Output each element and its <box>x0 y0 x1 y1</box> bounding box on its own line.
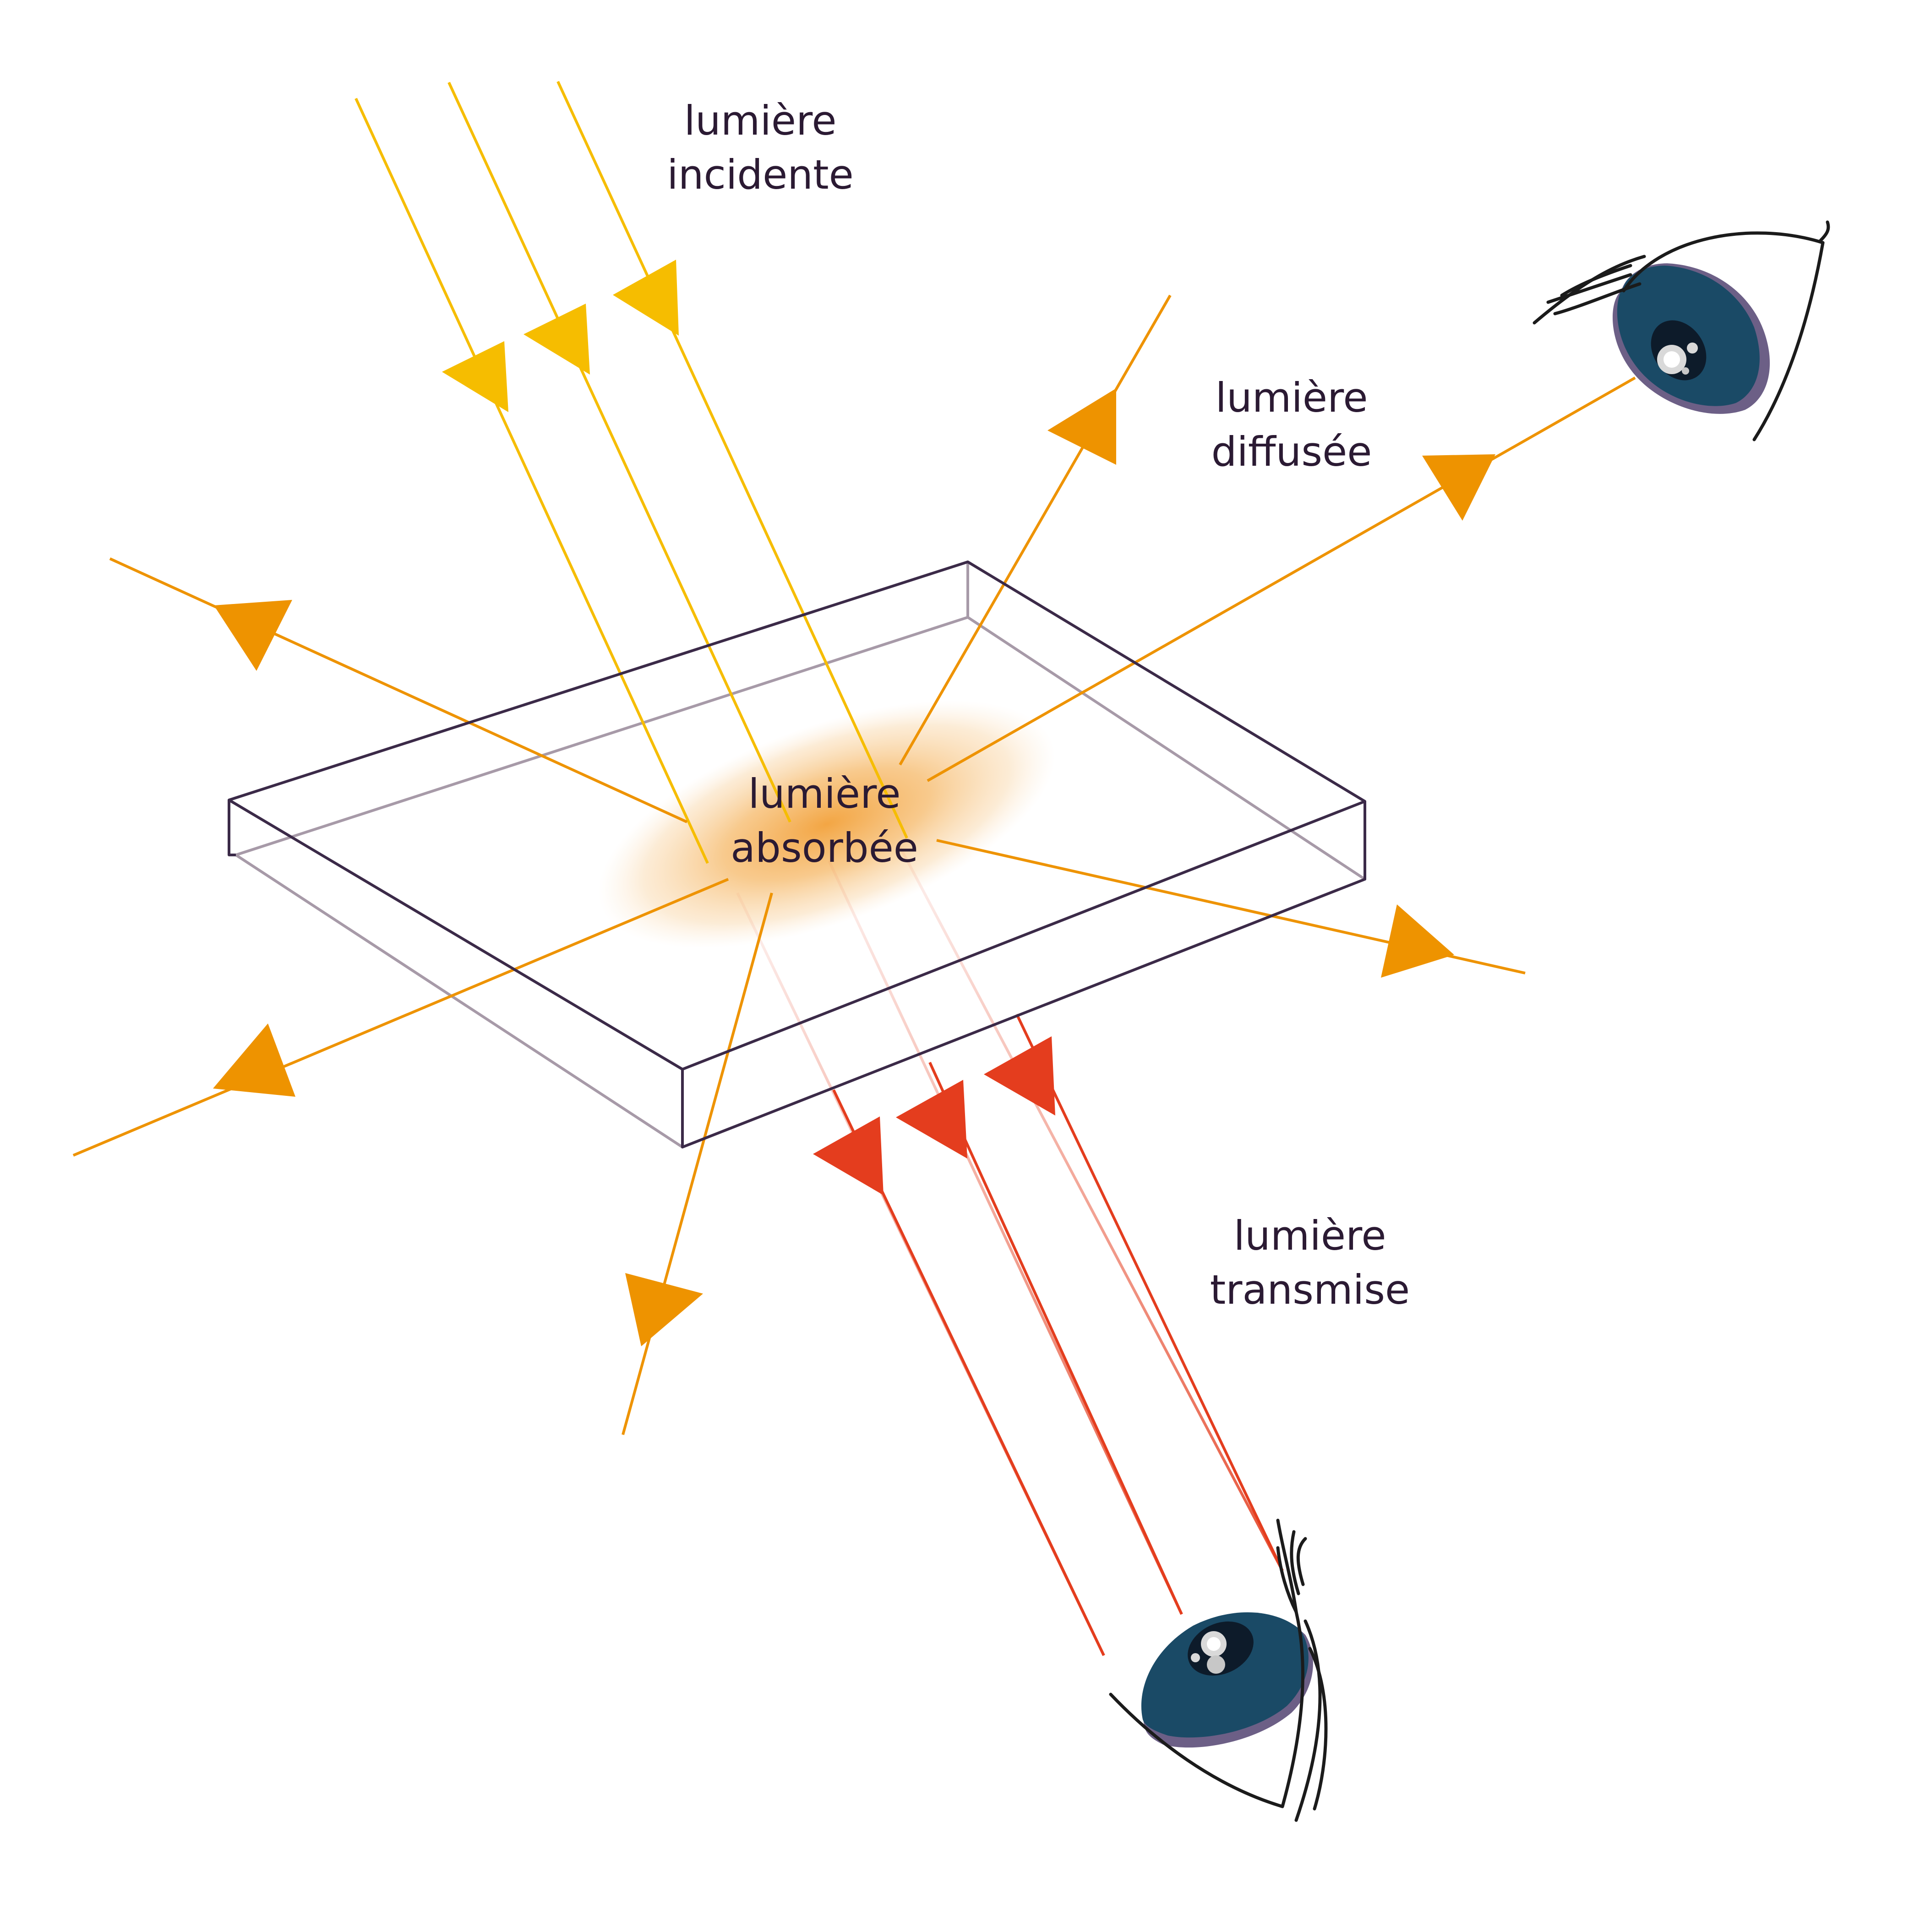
arrowhead-transmitted-1 <box>813 1116 884 1195</box>
label-transmitted-line2: transmise <box>1210 1266 1410 1313</box>
incident-rays <box>355 81 908 864</box>
arrowhead-diffuse-up <box>1047 388 1116 465</box>
arrowhead-incident-2 <box>524 304 590 375</box>
eye-icon <box>1533 220 1830 441</box>
transmitted-rays-solid <box>832 1013 1284 1656</box>
slab-hidden-edges <box>235 562 1366 1148</box>
arrowhead-incident-3 <box>613 260 679 336</box>
arrowhead-diffuse-down <box>625 1273 703 1346</box>
label-absorbed-line2: absorbée <box>731 824 918 871</box>
label-diffuse-line1: lumière <box>1215 374 1368 421</box>
label-absorbed-light: lumière absorbée <box>696 767 953 875</box>
arrowhead-diffuse-left <box>214 600 292 671</box>
incident-arrowheads <box>442 260 679 412</box>
label-incident-line1: lumière <box>684 97 837 144</box>
arrowhead-incident-1 <box>442 341 508 412</box>
label-incident-line2: incidente <box>667 151 854 198</box>
transmitted-arrowheads <box>813 1036 1055 1195</box>
arrowhead-transmitted-3 <box>984 1036 1055 1116</box>
label-transmitted-light: lumière transmise <box>1182 1209 1438 1317</box>
label-absorbed-line1: lumière <box>748 770 901 817</box>
label-incident-light: lumière incidente <box>632 94 889 202</box>
diffuse-arrowheads <box>213 388 1495 1346</box>
arrowhead-diffuse-lower-left <box>213 1023 295 1097</box>
eye-icon <box>1109 1518 1328 1822</box>
label-diffuse-light: lumière diffusée <box>1163 371 1420 479</box>
slab-visible-edges <box>228 561 1366 1148</box>
label-transmitted-line1: lumière <box>1233 1212 1386 1259</box>
arrowhead-diffuse-right <box>1381 904 1454 978</box>
arrowhead-transmitted-2 <box>896 1080 967 1159</box>
label-diffuse-line2: diffusée <box>1211 428 1372 475</box>
diffuse-rays <box>72 294 1636 1435</box>
arrowhead-diffuse-eye <box>1422 454 1495 521</box>
